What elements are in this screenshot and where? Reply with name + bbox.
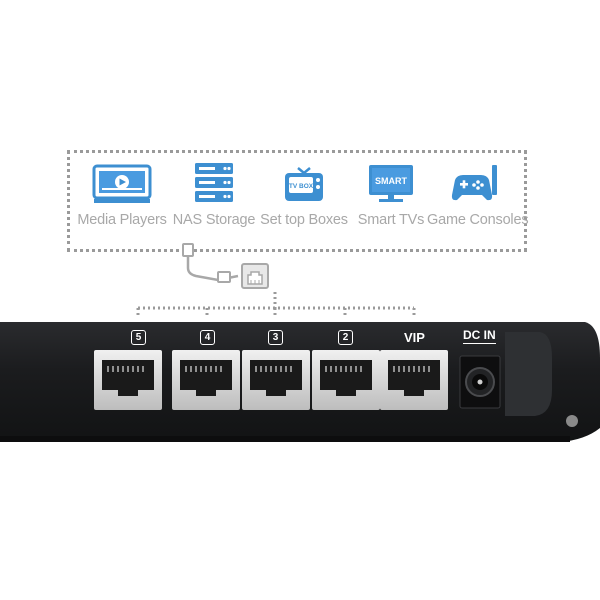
- device-label: Game Consoles: [427, 212, 529, 228]
- device-label: Set top Boxes: [260, 212, 348, 228]
- ethernet-cable: [186, 252, 239, 282]
- smart-tv-icon: SMART: [369, 165, 413, 202]
- device-smart-tvs: SMART Smart TVs: [343, 162, 439, 228]
- rj45-port: [312, 350, 380, 410]
- port-label-2: 2: [338, 329, 353, 345]
- network-switch-rear-panel: [0, 318, 600, 448]
- device-media-players: Media Players: [74, 162, 170, 228]
- port-label-3: 3: [268, 329, 283, 345]
- device-label: Smart TVs: [357, 212, 425, 228]
- device-nas-storage: NAS Storage: [166, 162, 262, 228]
- device-set-top-boxes: TV BOX Set top Boxes: [256, 162, 352, 228]
- device-label: NAS Storage: [172, 212, 256, 228]
- rj45-port: [94, 350, 162, 410]
- port-label-4: 4: [200, 329, 215, 345]
- port-label-5: 5: [131, 329, 146, 345]
- smart-tv-icon-text: SMART: [375, 176, 407, 186]
- device-label: Media Players: [77, 212, 167, 228]
- device-game-consoles: Game Consoles: [427, 162, 529, 228]
- media-player-icon: [92, 164, 152, 203]
- rj45-port: [380, 350, 448, 410]
- tv-box-icon-text: TV BOX: [289, 183, 314, 190]
- cable-plug-icon: [217, 271, 231, 283]
- connected-devices-box: [67, 150, 527, 252]
- dc-in-label: DC IN: [463, 328, 496, 344]
- nas-storage-icon: [195, 163, 233, 202]
- rj45-port: [172, 350, 240, 410]
- rj45-port: [242, 350, 310, 410]
- tv-box-icon: TV BOX: [285, 167, 323, 201]
- game-console-icon: [451, 165, 497, 201]
- dc-power-jack: [459, 355, 501, 409]
- port-label-vip: VIP: [404, 330, 425, 345]
- network-port-icon: [241, 263, 269, 289]
